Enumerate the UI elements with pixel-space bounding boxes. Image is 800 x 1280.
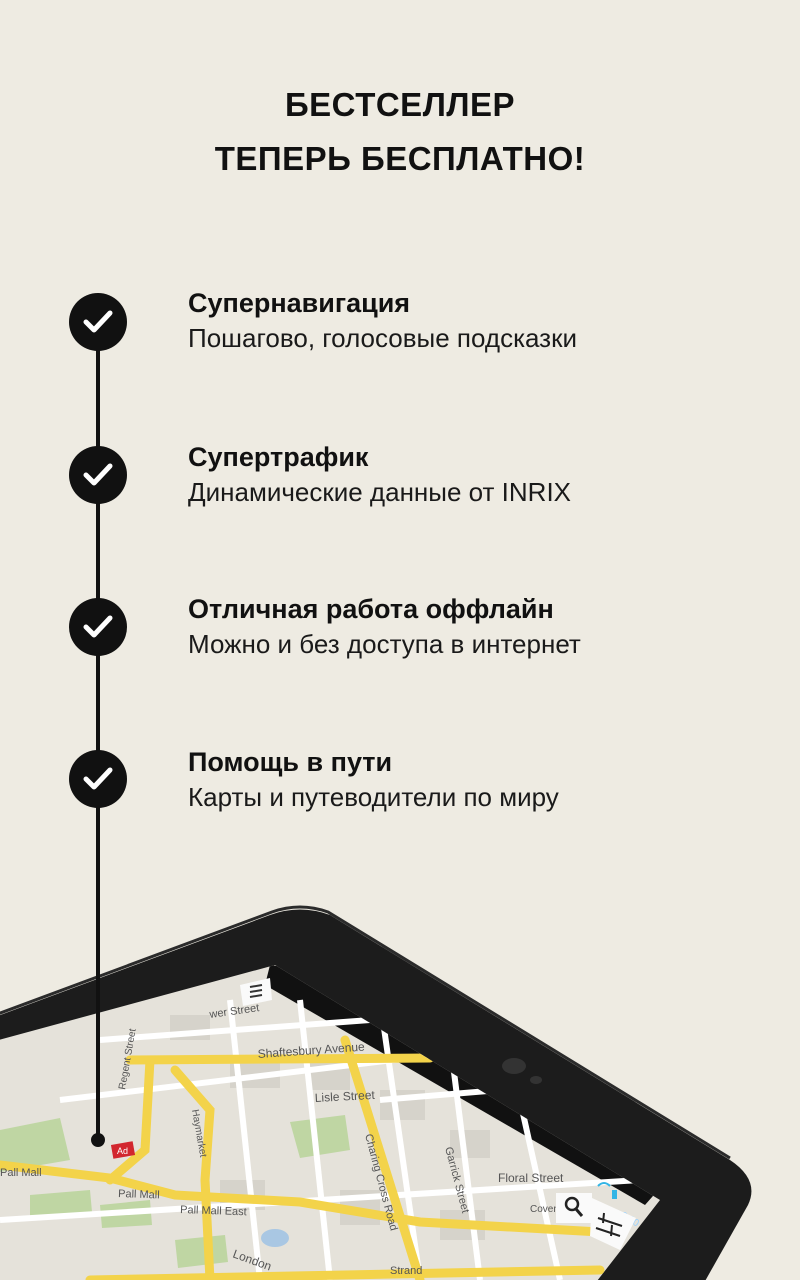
map-label: Pall Mall bbox=[118, 1188, 160, 1201]
feature-description: Пошагово, голосовые подсказки bbox=[188, 323, 577, 353]
park bbox=[290, 1115, 350, 1158]
headline-line-1: БЕСТСЕЛЛЕР bbox=[284, 86, 516, 123]
feature-item-traffic: Супертрафик Динамические данные от INRIX bbox=[188, 440, 571, 510]
park bbox=[0, 1118, 70, 1172]
check-icon bbox=[69, 293, 127, 351]
feature-title: Помощь в пути bbox=[188, 747, 393, 777]
feature-title: Супертрафик bbox=[188, 442, 369, 472]
map-label: Lisle Street bbox=[314, 1088, 375, 1105]
feature-item-offline: Отличная работа оффлайн Можно и без дост… bbox=[188, 592, 581, 662]
settings-button[interactable] bbox=[590, 1198, 636, 1250]
fountain bbox=[261, 1229, 289, 1247]
timeline-line bbox=[96, 322, 100, 1140]
park bbox=[175, 1235, 228, 1268]
map-label: Pall Mall bbox=[0, 1167, 42, 1179]
feature-description: Динамические данные от INRIX bbox=[188, 477, 572, 507]
timeline-end-dot bbox=[91, 1133, 105, 1147]
ad-marker[interactable]: Ad bbox=[110, 1141, 136, 1159]
svg-text:Ad: Ad bbox=[117, 1146, 128, 1156]
feature-item-travel-help: Помощь в пути Карты и путеводители по ми… bbox=[188, 745, 559, 815]
sliders-icon bbox=[595, 1212, 623, 1237]
search-button[interactable] bbox=[556, 1193, 592, 1223]
map-label: Pall Mall East bbox=[180, 1204, 247, 1218]
headline: БЕСТСЕЛЛЕР ТЕПЕРЬ БЕСПЛАТНО! bbox=[0, 78, 800, 186]
check-icon bbox=[69, 446, 127, 504]
wifi-icon bbox=[597, 1182, 611, 1187]
map-label: Strand bbox=[390, 1265, 422, 1277]
map-label: Floral Street bbox=[498, 1171, 564, 1185]
menu-button[interactable] bbox=[240, 978, 272, 1006]
battery-icon bbox=[612, 1190, 617, 1199]
feature-item-navigation: Супернавигация Пошагово, голосовые подск… bbox=[188, 286, 577, 356]
search-icon bbox=[564, 1196, 584, 1217]
feature-title: Отличная работа оффлайн bbox=[188, 594, 554, 624]
feature-title: Супернавигация bbox=[188, 288, 411, 318]
camera-lens bbox=[502, 1058, 526, 1074]
camera-sensor bbox=[530, 1076, 542, 1084]
headline-line-2: ТЕПЕРЬ БЕСПЛАТНО! bbox=[214, 140, 586, 177]
check-icon bbox=[69, 598, 127, 656]
feature-description: Карты и путеводители по миру bbox=[188, 782, 559, 812]
feature-description: Можно и без доступа в интернет bbox=[188, 629, 581, 659]
check-icon bbox=[69, 750, 127, 808]
menu-icon bbox=[249, 984, 263, 998]
